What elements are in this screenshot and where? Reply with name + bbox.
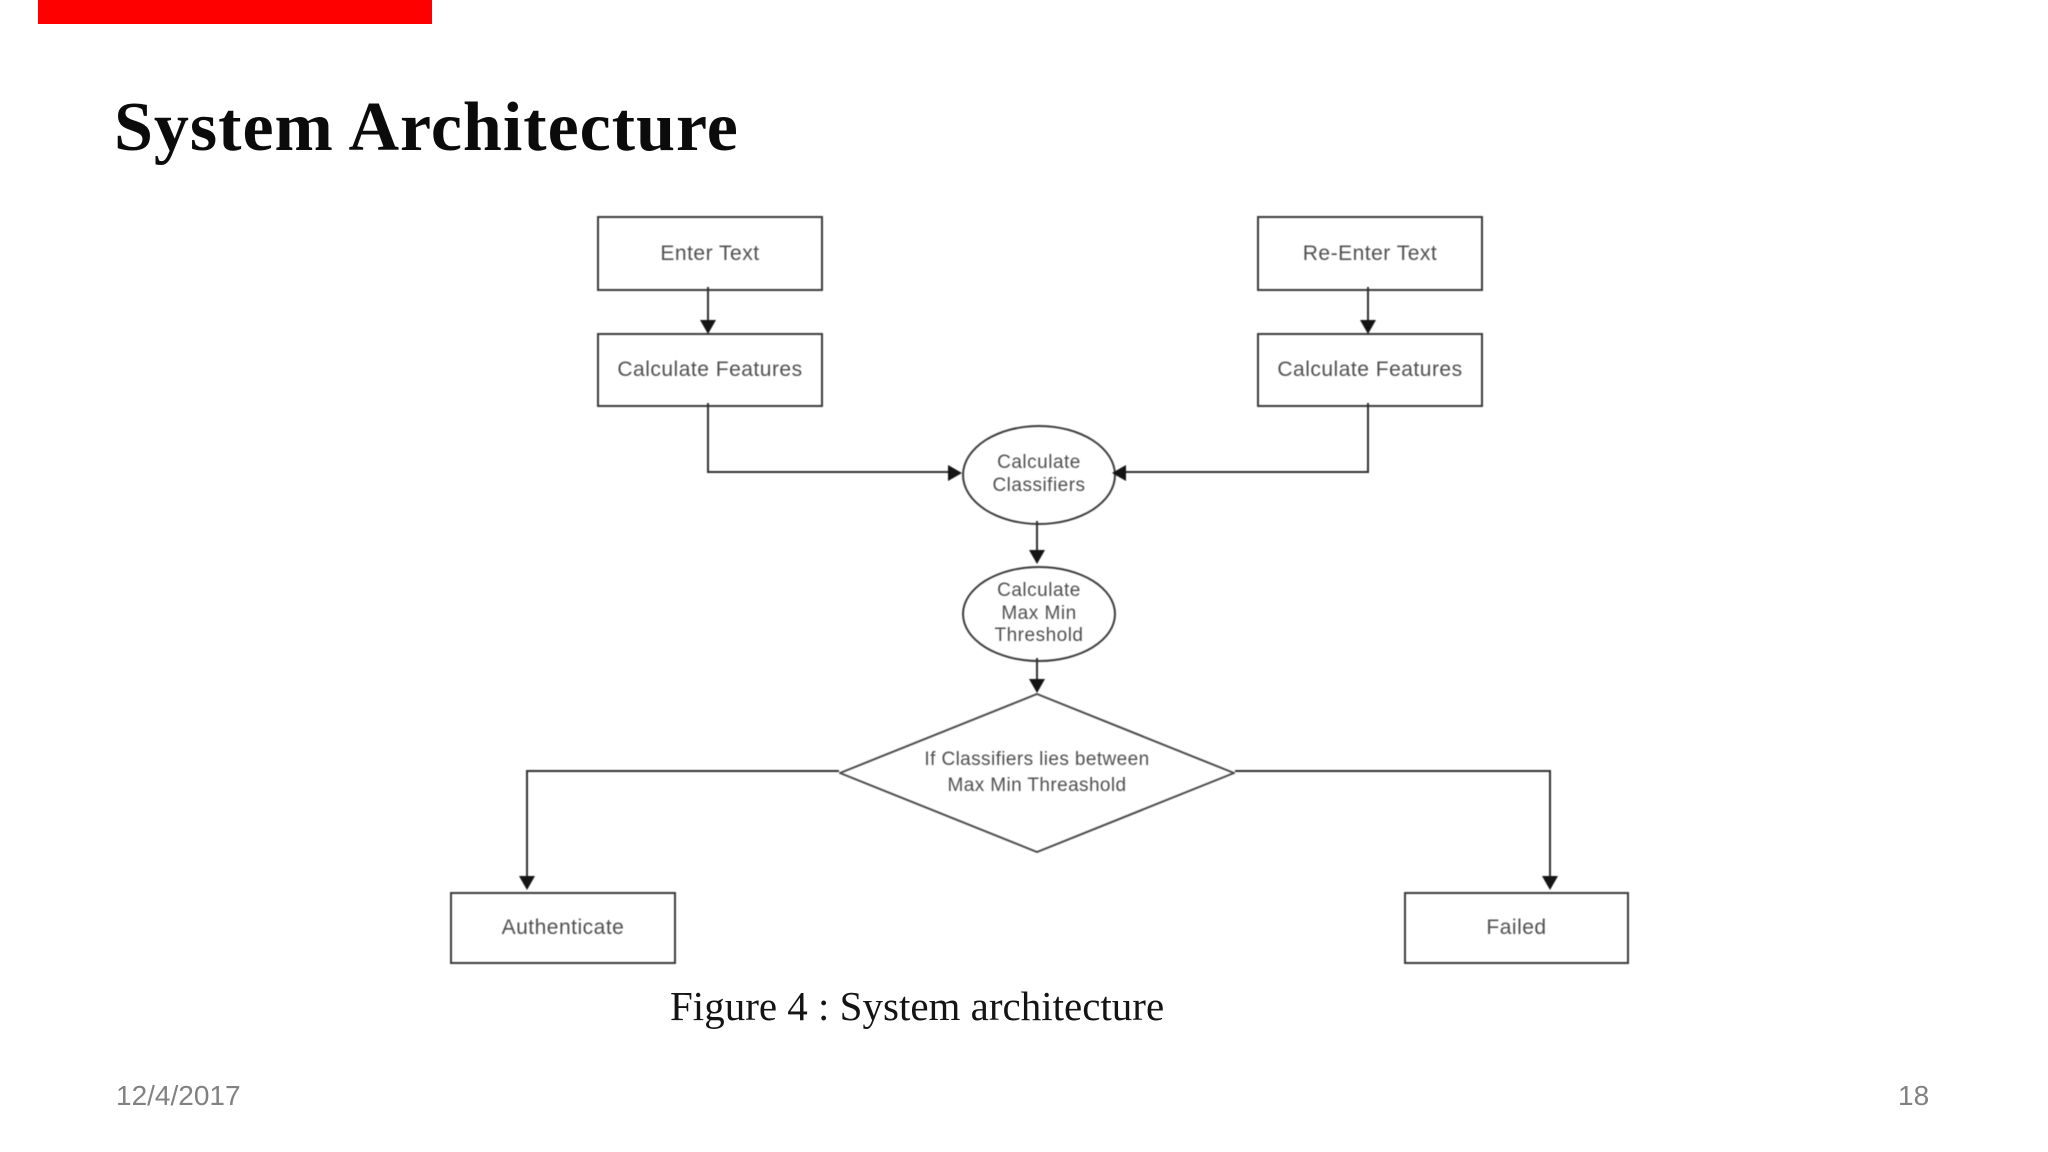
decision-line1: If Classifiers lies between xyxy=(924,749,1150,771)
node-calculate-features-left-label: Calculate Features xyxy=(617,358,803,381)
node-enter-text: Enter Text xyxy=(597,216,823,291)
arrowhead-down-icon xyxy=(1029,550,1045,564)
node-authenticate-label: Authenticate xyxy=(501,916,625,939)
connector-maxmin-to-decision xyxy=(1036,658,1038,681)
node-failed-label: Failed xyxy=(1486,916,1547,939)
connector-features-right-elbow-v xyxy=(1367,403,1369,473)
arrowhead-left-icon xyxy=(1112,465,1126,481)
arrowhead-down-icon xyxy=(1029,679,1045,693)
node-calculate-max-min-threshold: Calculate Max Min Threshold xyxy=(962,566,1116,662)
node-decision: If Classifiers lies between Max Min Thre… xyxy=(839,693,1235,853)
arrowhead-down-icon xyxy=(1360,320,1376,334)
connector-enter-to-features xyxy=(707,287,709,322)
arrowhead-down-icon xyxy=(700,320,716,334)
arrowhead-down-icon xyxy=(519,876,535,890)
node-enter-text-label: Enter Text xyxy=(660,241,760,265)
maxmin-line1: Calculate xyxy=(997,579,1081,601)
decision-diamond-shape xyxy=(839,693,1235,853)
node-calculate-features-left: Calculate Features xyxy=(597,333,823,407)
footer-page-number: 18 xyxy=(1898,1080,1930,1111)
classifiers-line2: Classifiers xyxy=(992,475,1086,496)
node-failed: Failed xyxy=(1404,892,1629,964)
node-calculate-features-right-label: Calculate Features xyxy=(1277,358,1463,381)
red-top-bar xyxy=(38,0,432,24)
maxmin-line2: Max Min xyxy=(1001,602,1077,624)
slide-title: System Architecture xyxy=(114,89,739,166)
connector-decision-to-failed-h xyxy=(1235,770,1550,772)
figure-caption: Figure 4 : System architecture xyxy=(670,983,1165,1029)
connector-features-left-elbow-h xyxy=(707,471,950,473)
node-calculate-classifiers-label: Calculate Classifiers xyxy=(992,452,1085,498)
connector-features-left-elbow-v xyxy=(707,403,709,473)
node-calculate-classifiers: Calculate Classifiers xyxy=(962,425,1116,525)
connector-features-right-elbow-h xyxy=(1124,471,1369,473)
node-authenticate: Authenticate xyxy=(450,892,676,964)
arrowhead-right-icon xyxy=(948,465,962,481)
node-calculate-features-right: Calculate Features xyxy=(1257,333,1483,407)
node-re-enter-text: Re-Enter Text xyxy=(1257,216,1483,291)
connector-classifiers-to-maxmin xyxy=(1036,521,1038,552)
node-calculate-max-min-threshold-label: Calculate Max Min Threshold xyxy=(995,580,1084,648)
connector-decision-to-authenticate-v xyxy=(526,770,528,876)
node-re-enter-text-label: Re-Enter Text xyxy=(1302,241,1438,265)
classifiers-line1: Calculate xyxy=(997,452,1081,474)
connector-reenter-to-features xyxy=(1367,287,1369,322)
decision-line2: Max Min Threashold xyxy=(947,775,1127,796)
maxmin-line3: Threshold xyxy=(994,625,1084,647)
footer-date: 12/4/2017 xyxy=(116,1080,241,1111)
connector-decision-to-failed-v xyxy=(1549,770,1551,876)
arrowhead-down-icon xyxy=(1542,876,1558,890)
connector-decision-to-authenticate-h xyxy=(527,770,839,772)
